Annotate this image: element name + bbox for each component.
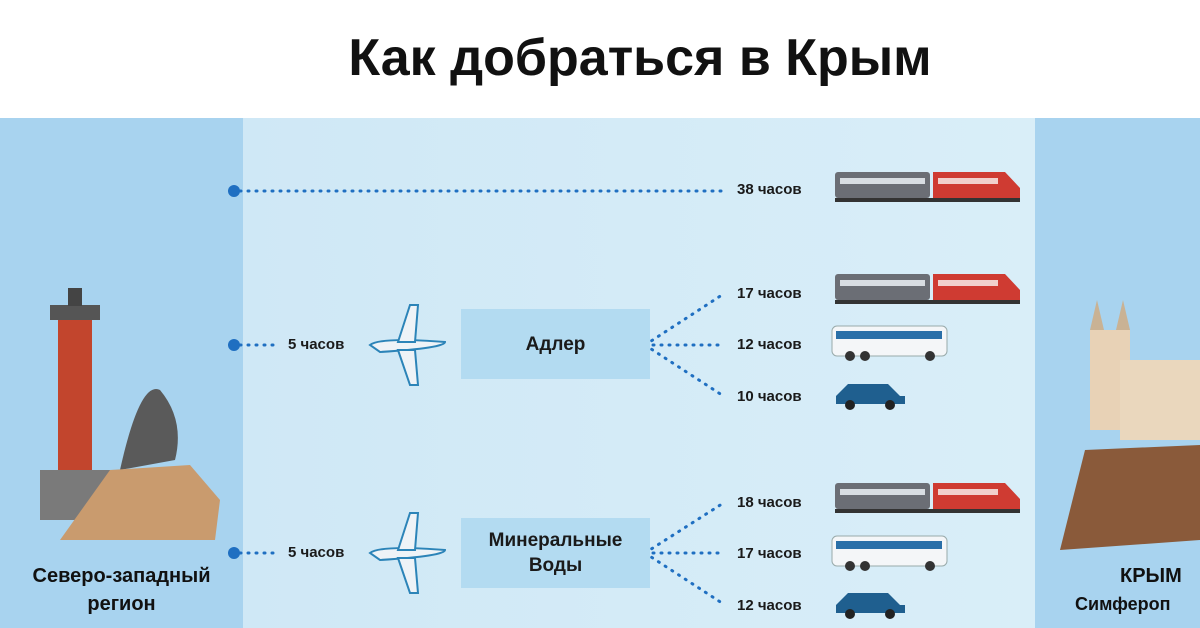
car-icon [836, 384, 905, 410]
page-title: Как добраться в Крым [348, 29, 932, 87]
plane-icon [368, 304, 447, 386]
route-time: 17 часов [737, 545, 802, 562]
origin-line2: регион [87, 593, 156, 615]
origin-dot [228, 339, 240, 351]
destination-line2: Симфероп [1075, 594, 1171, 614]
train-icon [835, 483, 1020, 513]
origin-dot [228, 185, 240, 197]
direct-train-time: 38 часов [737, 181, 802, 198]
origin-panel [0, 118, 243, 628]
route-time: 10 часов [737, 388, 802, 405]
route-time: 17 часов [737, 285, 802, 302]
hub-name-line2: Воды [528, 555, 583, 576]
route-time: 12 часов [737, 597, 802, 614]
plane-icon [368, 512, 447, 594]
hub-name-line1: Минеральные [488, 530, 623, 551]
origin-line1: Северо-западный [32, 565, 211, 587]
origin-dot [228, 547, 240, 559]
bus-icon [831, 535, 948, 571]
car-icon [836, 593, 905, 619]
swallow-nest-castle-icon [1060, 300, 1200, 550]
train-icon [835, 274, 1020, 304]
flight-time-minvody: 5 часов [288, 544, 345, 561]
route-time: 12 часов [737, 336, 802, 353]
origin-label: Северо-западный регион [0, 562, 243, 618]
hub-adler: Адлер [461, 309, 650, 379]
destination-line1: КРЫМ [1120, 565, 1182, 587]
saint-petersburg-landmark-icon [40, 288, 220, 540]
hub-mineralnye-vody: Минеральные Воды [461, 518, 650, 588]
bus-icon [831, 325, 948, 361]
route-time: 18 часов [737, 494, 802, 511]
destination-label: КРЫМ Симфероп [1075, 562, 1200, 618]
flight-time-adler: 5 часов [288, 336, 345, 353]
train-icon [835, 172, 1020, 202]
